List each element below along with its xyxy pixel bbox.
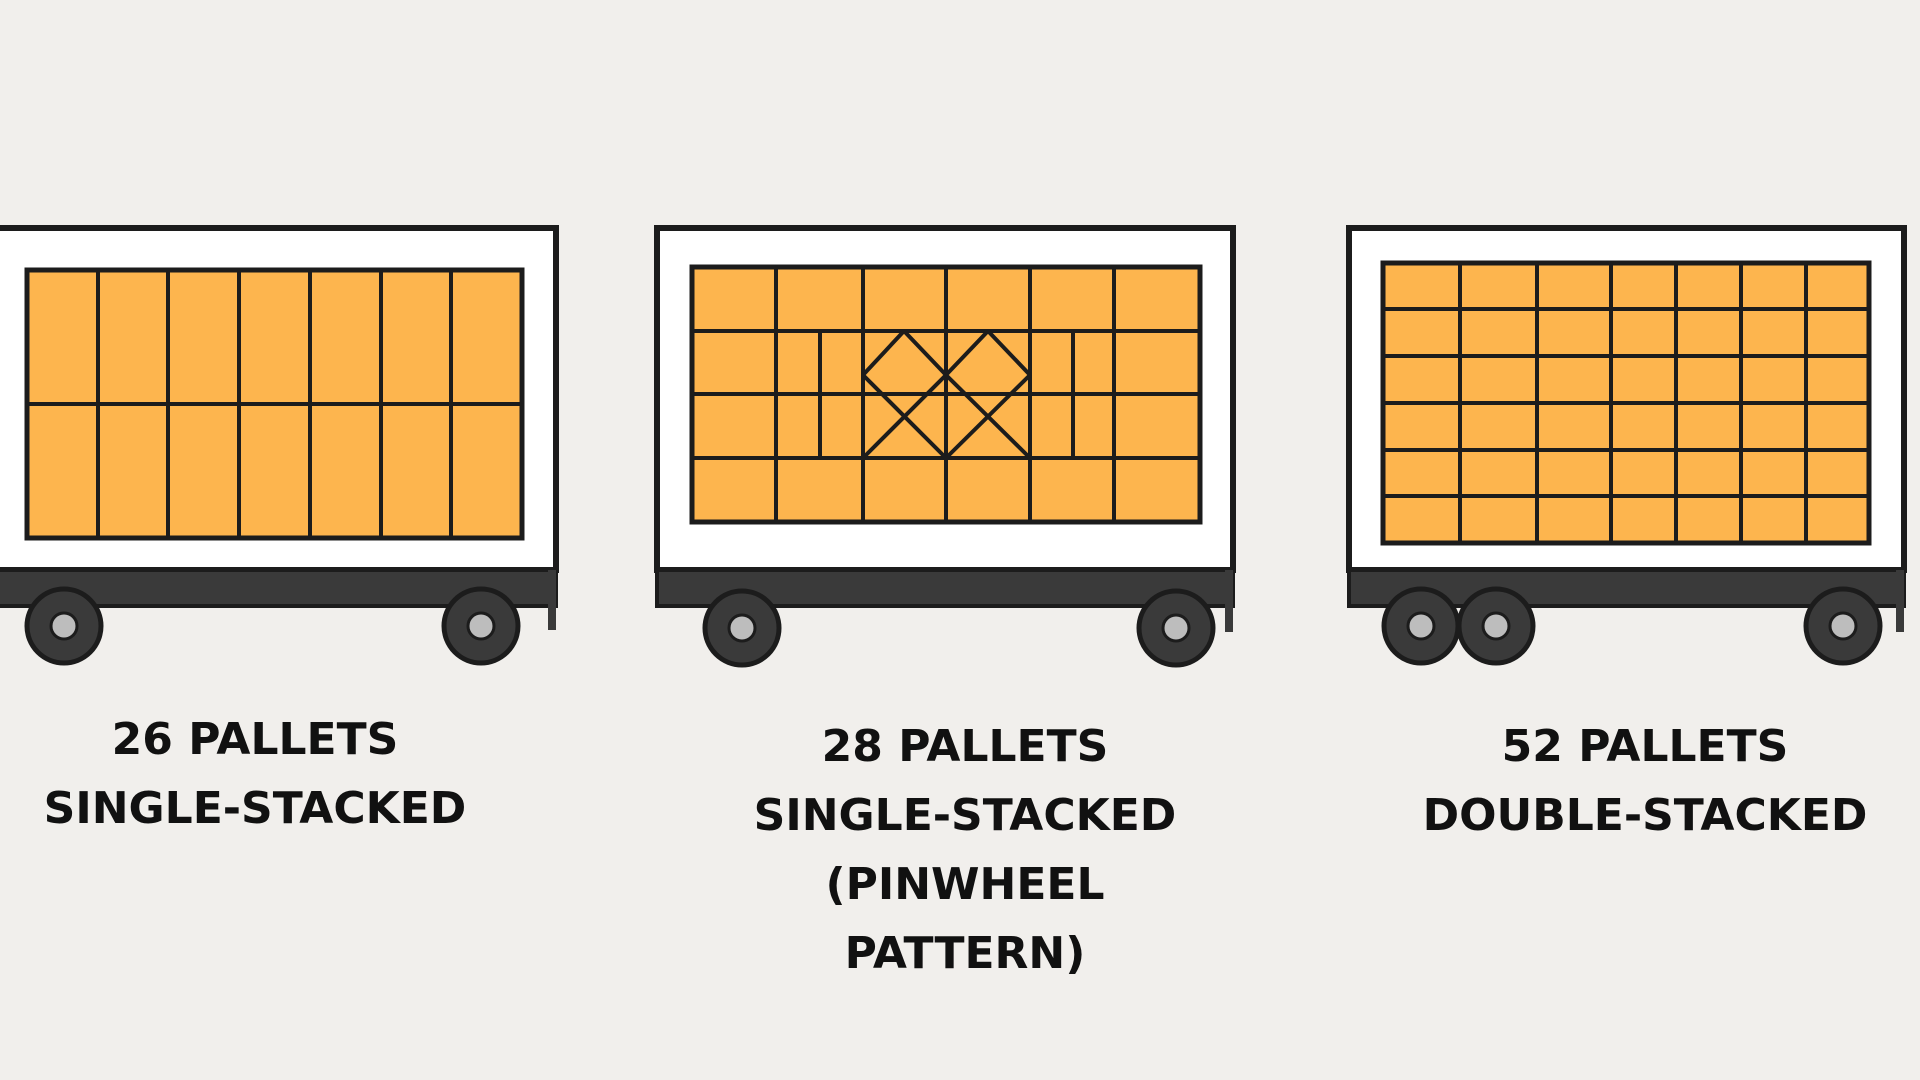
wheel-rear bbox=[441, 586, 521, 666]
caption-line: 28 PALLETS bbox=[821, 721, 1109, 772]
wheel-front bbox=[702, 588, 782, 668]
wheel-front-2 bbox=[1456, 586, 1536, 666]
wheel-front bbox=[24, 586, 104, 666]
trailer-single-stacked bbox=[0, 225, 559, 666]
caption-line: 26 PALLETS bbox=[111, 714, 399, 765]
pallet-dividers bbox=[1383, 263, 1869, 543]
caption-single-stacked: 26 PALLETS SINGLE-STACKED bbox=[20, 705, 490, 843]
pallet-dividers bbox=[27, 270, 522, 538]
rear-bumper bbox=[1225, 570, 1233, 632]
pallet-dividers bbox=[692, 267, 1200, 522]
caption-line: SINGLE-STACKED bbox=[753, 790, 1177, 841]
trailer-double-stacked bbox=[1346, 225, 1907, 666]
rear-bumper bbox=[1896, 570, 1904, 632]
caption-line: DOUBLE-STACKED bbox=[1422, 790, 1868, 841]
rear-bumper bbox=[548, 570, 556, 630]
wheel-rear bbox=[1803, 586, 1883, 666]
wheel-front-1 bbox=[1381, 586, 1461, 666]
caption-line: PATTERN) bbox=[844, 928, 1086, 979]
wheel-rear bbox=[1136, 588, 1216, 668]
caption-double-stacked: 52 PALLETS DOUBLE-STACKED bbox=[1395, 712, 1895, 850]
caption-line: (PINWHEEL bbox=[825, 859, 1105, 910]
trailer-pinwheel bbox=[654, 225, 1236, 668]
caption-line: SINGLE-STACKED bbox=[43, 783, 467, 834]
caption-pinwheel: 28 PALLETS SINGLE-STACKED (PINWHEEL PATT… bbox=[715, 712, 1215, 988]
caption-line: 52 PALLETS bbox=[1501, 721, 1789, 772]
